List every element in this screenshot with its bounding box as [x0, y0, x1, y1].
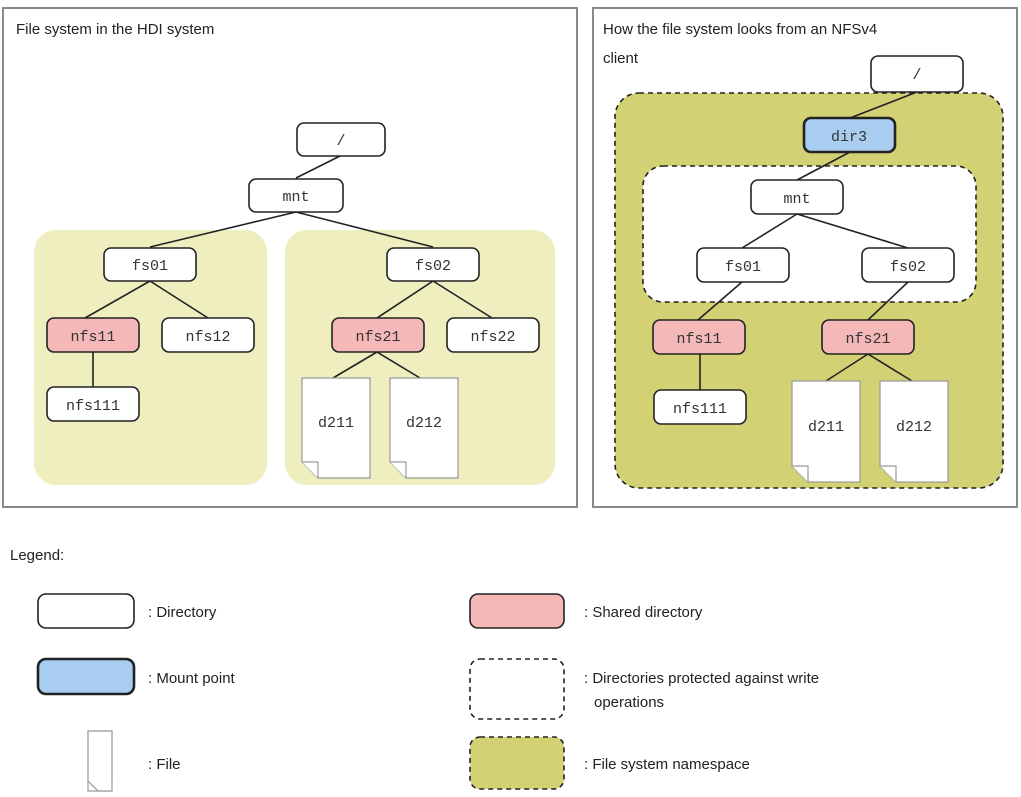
link-dir3-mnt — [796, 151, 851, 181]
right-node-nfs11: nfs11 — [652, 319, 746, 355]
node-label: nfs21 — [845, 331, 890, 348]
legend-write-protected-swatch — [469, 658, 565, 720]
link-root-dir3 — [849, 91, 918, 119]
legend-write-protected: : Directories protected against write op… — [469, 658, 819, 720]
left-tree-links — [84, 155, 493, 387]
legend-title: Legend: — [10, 547, 64, 564]
link-fs02-nfs21 — [376, 280, 434, 319]
node-label: fs01 — [132, 258, 168, 275]
right-tree-links — [697, 91, 918, 390]
file-label: d211 — [808, 419, 844, 436]
legend-mount-point: : Mount point — [36, 657, 236, 696]
node-label: fs02 — [890, 259, 926, 276]
legend-mount-point-label: : Mount point — [148, 670, 236, 687]
left-node-fs02: fs02 — [386, 247, 480, 282]
node-label: nfs22 — [470, 329, 515, 346]
node-label: mnt — [282, 189, 309, 206]
link-fs01-nfs11 — [697, 281, 743, 321]
link-mnt-fs02 — [796, 213, 909, 249]
node-label: nfs11 — [70, 329, 115, 346]
legend-shared-directory-label: : Shared directory — [584, 604, 703, 621]
legend-mount-point-swatch — [36, 657, 136, 696]
legend-write-protected-label-line2: operations — [594, 694, 664, 711]
legend: Legend: : Directory : Shared directory :… — [10, 547, 819, 792]
file-label: d212 — [896, 419, 932, 436]
link-nfs21-d211 — [825, 353, 869, 382]
right-panel-title-line2: client — [603, 50, 639, 67]
right-node-fs01: fs01 — [696, 247, 790, 283]
link-root-mnt — [295, 155, 341, 179]
left-node-nfs22: nfs22 — [446, 317, 540, 353]
node-label: nfs21 — [355, 329, 400, 346]
legend-file: : File — [87, 730, 181, 792]
left-node-nfs12: nfs12 — [161, 317, 255, 353]
right-panel: How the file system looks from an NFSv4 … — [592, 7, 1018, 508]
link-mnt-fs01 — [149, 211, 297, 248]
link-nfs21-d212 — [867, 353, 913, 382]
node-label: fs02 — [415, 258, 451, 275]
left-file-d211: d211 — [301, 377, 371, 479]
node-label: dir3 — [831, 129, 867, 146]
node-label: nfs111 — [66, 398, 120, 415]
node-label: mnt — [783, 191, 810, 208]
right-node-nfs21: nfs21 — [821, 319, 915, 355]
node-label: nfs111 — [673, 401, 727, 418]
link-nfs21-d211 — [332, 351, 378, 379]
right-node-dir3: dir3 — [802, 116, 897, 154]
left-node-nfs111: nfs111 — [46, 386, 140, 422]
left-node-nfs11: nfs11 — [46, 317, 140, 353]
node-label: nfs11 — [676, 331, 721, 348]
file-label: d212 — [406, 415, 442, 432]
link-mnt-fs02 — [295, 211, 434, 248]
left-panel-title: File system in the HDI system — [16, 21, 214, 38]
node-label: fs01 — [725, 259, 761, 276]
right-file-d212: d212 — [879, 380, 949, 483]
legend-file-icon-body — [87, 730, 113, 792]
right-panel-title-line1: How the file system looks from an NFSv4 — [603, 21, 877, 38]
legend-namespace-label: : File system namespace — [584, 756, 750, 773]
file-label: d211 — [318, 415, 354, 432]
link-fs02-nfs22 — [432, 280, 493, 319]
link-fs01-nfs12 — [149, 280, 209, 319]
link-nfs21-d212 — [376, 351, 421, 379]
right-node-mnt: mnt — [750, 179, 844, 215]
node-label: / — [336, 133, 345, 150]
legend-directory-swatch — [37, 593, 135, 629]
node-label: nfs12 — [185, 329, 230, 346]
legend-directory: : Directory — [37, 593, 217, 629]
link-mnt-fs01 — [741, 213, 798, 249]
left-node-mnt: mnt — [248, 178, 344, 213]
node-label: / — [912, 67, 921, 84]
right-node-fs02: fs02 — [861, 247, 955, 283]
left-node-root: / — [296, 122, 386, 157]
legend-namespace: : File system namespace — [469, 736, 750, 790]
left-panel: File system in the HDI system / mnt — [2, 7, 578, 508]
legend-file-label: : File — [148, 756, 181, 773]
right-node-nfs111: nfs111 — [653, 389, 747, 425]
left-node-nfs21: nfs21 — [331, 317, 425, 353]
legend-shared-directory: : Shared directory — [469, 593, 703, 629]
link-fs02-nfs21 — [867, 281, 909, 321]
link-fs01-nfs11 — [84, 280, 151, 319]
right-file-d211: d211 — [791, 380, 861, 483]
legend-directory-label: : Directory — [148, 604, 217, 621]
legend-shared-directory-swatch — [469, 593, 565, 629]
left-file-d212: d212 — [389, 377, 459, 479]
legend-namespace-swatch — [469, 736, 565, 790]
legend-write-protected-label-line1: : Directories protected against write — [584, 670, 819, 687]
right-node-root: / — [870, 55, 964, 93]
left-node-fs01: fs01 — [103, 247, 197, 282]
